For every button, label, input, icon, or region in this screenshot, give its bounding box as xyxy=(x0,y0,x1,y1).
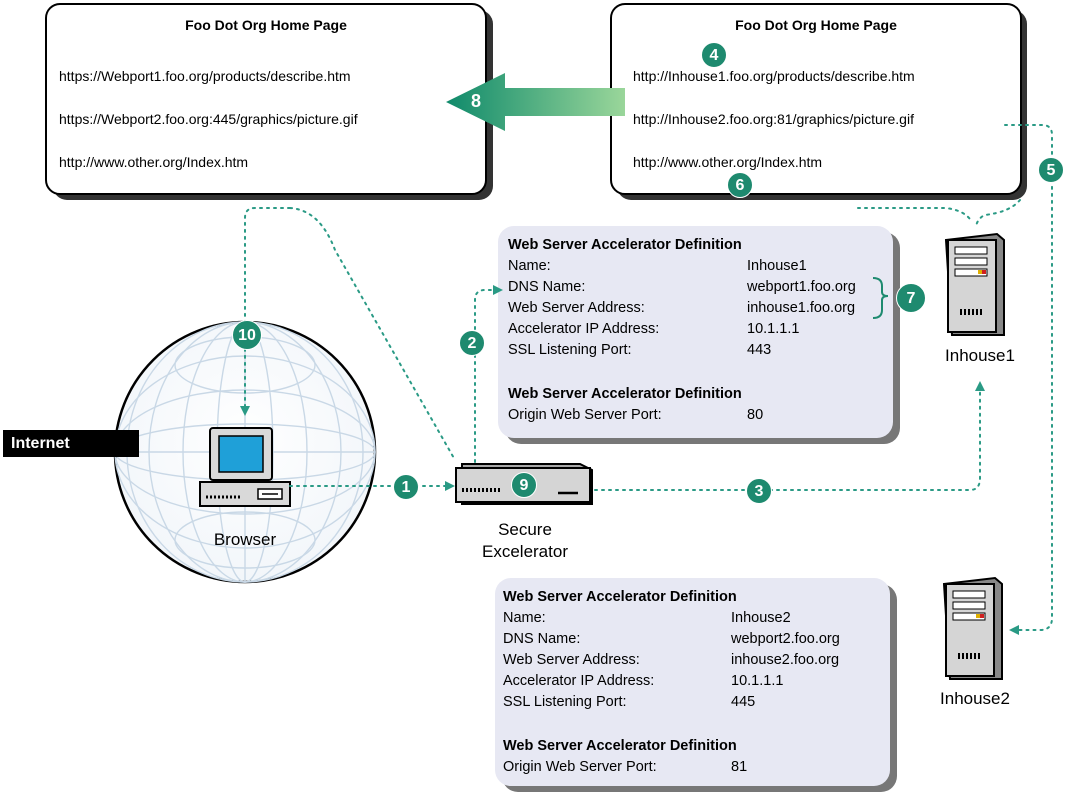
step-10-badge: 10 xyxy=(232,320,262,350)
accelerator-label-line-2: Excelerator xyxy=(482,542,568,561)
definition-2-title-2: Web Server Accelerator Definition xyxy=(503,738,737,754)
step-2-badge: 2 xyxy=(459,330,485,356)
definition-2-value: 445 xyxy=(731,694,756,710)
inhouse1-server-icon xyxy=(944,232,1005,336)
inhouse1-label: Inhouse1 xyxy=(945,346,1015,365)
definition-1-value: inhouse1.foo.org xyxy=(747,300,856,316)
step-9-badge: 9 xyxy=(511,472,537,498)
definition-2-key: Origin Web Server Port: xyxy=(503,759,657,775)
redirect-arrow xyxy=(446,73,625,131)
definition-2-value: Inhouse2 xyxy=(731,610,791,626)
browser-computer-icon xyxy=(199,427,291,507)
connector-lines xyxy=(244,124,1053,631)
connector-diagonal xyxy=(289,207,456,461)
definition-1-title-2: Web Server Accelerator Definition xyxy=(508,386,742,402)
internet-label: Internet xyxy=(3,430,139,457)
definition-1-box xyxy=(498,226,893,438)
definition-1-key: Name: xyxy=(508,258,551,274)
definition-2-key: SSL Listening Port: xyxy=(503,694,627,710)
step-6-badge: 6 xyxy=(727,172,753,198)
definition-2-value: 81 xyxy=(731,759,748,775)
page-left-link-3[interactable]: http://www.other.org/Index.htm xyxy=(59,154,249,170)
definition-1-value: 443 xyxy=(747,342,772,358)
definition-1-key: Origin Web Server Port: xyxy=(508,407,662,423)
step-4-badge: 4 xyxy=(701,42,727,68)
definition-1-value: webport1.foo.org xyxy=(747,279,856,295)
page-left-link-2[interactable]: https://Webport2.foo.org:445/graphics/pi… xyxy=(59,111,358,127)
connector-5 xyxy=(1004,124,1053,631)
definition-2-key: Web Server Address: xyxy=(503,652,640,668)
connector-10 xyxy=(244,207,291,409)
definition-2-value: 10.1.1.1 xyxy=(731,673,784,689)
step-3-badge: 3 xyxy=(746,478,772,504)
definition-1-key: DNS Name: xyxy=(508,279,586,295)
definition-2-box xyxy=(495,578,890,786)
step-5-badge: 5 xyxy=(1038,157,1064,183)
step-1-badge: 1 xyxy=(393,474,419,500)
bracket-7 xyxy=(872,277,889,319)
inhouse2-label: Inhouse2 xyxy=(940,689,1010,708)
page-right-link-1[interactable]: http://Inhouse1.foo.org/products/describ… xyxy=(633,68,915,84)
definition-2-title: Web Server Accelerator Definition xyxy=(503,589,737,605)
step-8-label: 8 xyxy=(471,91,482,111)
definition-2-value: inhouse2.foo.org xyxy=(731,652,840,668)
definition-1-title: Web Server Accelerator Definition xyxy=(508,237,742,253)
page-left-title: Foo Dot Org Home Page xyxy=(185,17,347,33)
page-right-link-3[interactable]: http://www.other.org/Index.htm xyxy=(633,154,823,170)
definition-2-key: Name: xyxy=(503,610,546,626)
connector-2 xyxy=(474,289,497,463)
definition-1-key: SSL Listening Port: xyxy=(508,342,632,358)
page-right-title: Foo Dot Org Home Page xyxy=(735,17,897,33)
connector-6b xyxy=(975,199,1021,227)
accelerator-label-line-1: Secure xyxy=(498,520,552,539)
page-left-link-1[interactable]: https://Webport1.foo.org/products/descri… xyxy=(59,68,351,84)
step-7-badge: 7 xyxy=(896,283,926,313)
page-right-link-2[interactable]: http://Inhouse2.foo.org:81/graphics/pict… xyxy=(633,111,914,127)
inhouse2-server-icon xyxy=(942,576,1003,680)
connector-6a xyxy=(857,207,973,223)
definition-2-key: Accelerator IP Address: xyxy=(503,673,655,689)
definition-1-key: Web Server Address: xyxy=(508,300,645,316)
browser-label: Browser xyxy=(213,530,277,549)
arrowheads xyxy=(240,285,1019,635)
definition-1-value: 10.1.1.1 xyxy=(747,321,800,337)
definition-2-key: DNS Name: xyxy=(503,631,581,647)
definition-1-value: 80 xyxy=(747,407,764,423)
connector-3 xyxy=(594,387,981,491)
definition-2-value: webport2.foo.org xyxy=(731,631,840,647)
definition-1-key: Accelerator IP Address: xyxy=(508,321,660,337)
definition-1-value: Inhouse1 xyxy=(747,258,807,274)
